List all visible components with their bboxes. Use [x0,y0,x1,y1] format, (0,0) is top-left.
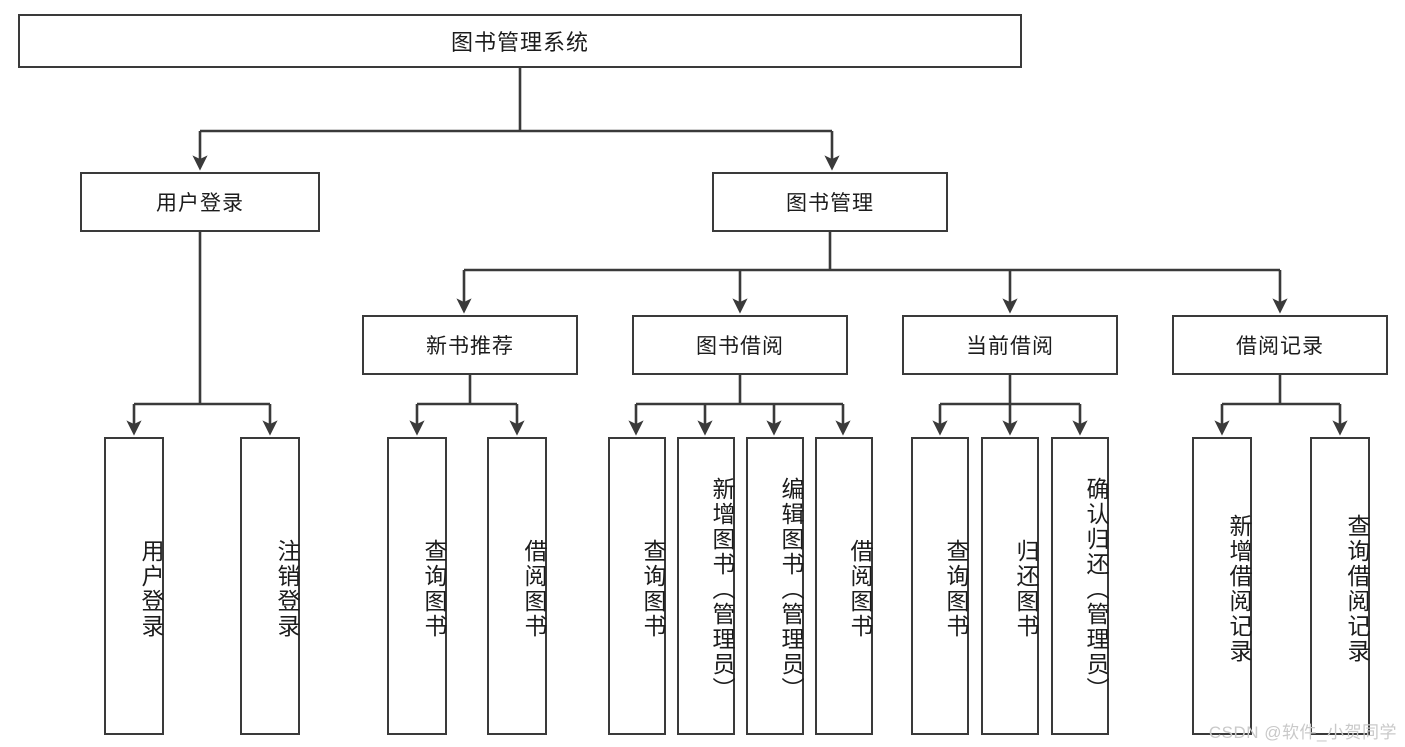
node-label: 查询图书 [640,539,666,639]
node-label: 当前借阅 [966,335,1054,358]
node-label: 用户登录 [138,539,164,639]
node-label: 借阅记录 [1236,335,1324,358]
leaf-current-borrow-confirm-return[interactable]: 确认归还（管理员） [1051,437,1109,735]
node-new-book-recommend[interactable]: 新书推荐 [362,315,578,375]
node-label: 查询图书 [421,539,447,639]
leaf-new-book-query[interactable]: 查询图书 [387,437,447,735]
leaf-new-book-borrow[interactable]: 借阅图书 [487,437,547,735]
node-label: 注销登录 [274,539,300,639]
node-label: 新增图书（管理员） [709,476,735,702]
leaf-current-borrow-return[interactable]: 归还图书 [981,437,1039,735]
node-label: 图书管理 [786,192,874,215]
node-label: 新书推荐 [426,335,514,358]
leaf-current-borrow-query[interactable]: 查询图书 [911,437,969,735]
node-book-management[interactable]: 图书管理 [712,172,948,232]
node-user-login[interactable]: 用户登录 [80,172,320,232]
leaf-borrow-record-add[interactable]: 新增借阅记录 [1192,437,1252,735]
node-label: 用户登录 [156,192,244,215]
leaf-book-borrow-add[interactable]: 新增图书（管理员） [677,437,735,735]
leaf-book-borrow-edit[interactable]: 编辑图书（管理员） [746,437,804,735]
node-label: 查询借阅记录 [1344,514,1370,664]
node-label: 编辑图书（管理员） [778,476,804,702]
leaf-user-login-signout[interactable]: 注销登录 [240,437,300,735]
node-borrow-record[interactable]: 借阅记录 [1172,315,1388,375]
node-label: 图书管理系统 [450,30,589,55]
node-label: 归还图书 [1013,539,1039,639]
leaf-book-borrow-query[interactable]: 查询图书 [608,437,666,735]
leaf-book-borrow-lend[interactable]: 借阅图书 [815,437,873,735]
node-label: 查询图书 [943,539,969,639]
watermark: CSDN @软件_小贺同学 [1208,723,1397,742]
node-label: 借阅图书 [847,539,873,639]
leaf-borrow-record-query[interactable]: 查询借阅记录 [1310,437,1370,735]
node-label: 借阅图书 [521,539,547,639]
node-label: 图书借阅 [696,335,784,358]
node-label: 确认归还（管理员） [1083,476,1109,702]
leaf-user-login-signin[interactable]: 用户登录 [104,437,164,735]
node-root-system[interactable]: 图书管理系统 [18,14,1022,68]
node-book-borrow[interactable]: 图书借阅 [632,315,848,375]
node-current-borrow[interactable]: 当前借阅 [902,315,1118,375]
node-label: 新增借阅记录 [1226,514,1252,664]
